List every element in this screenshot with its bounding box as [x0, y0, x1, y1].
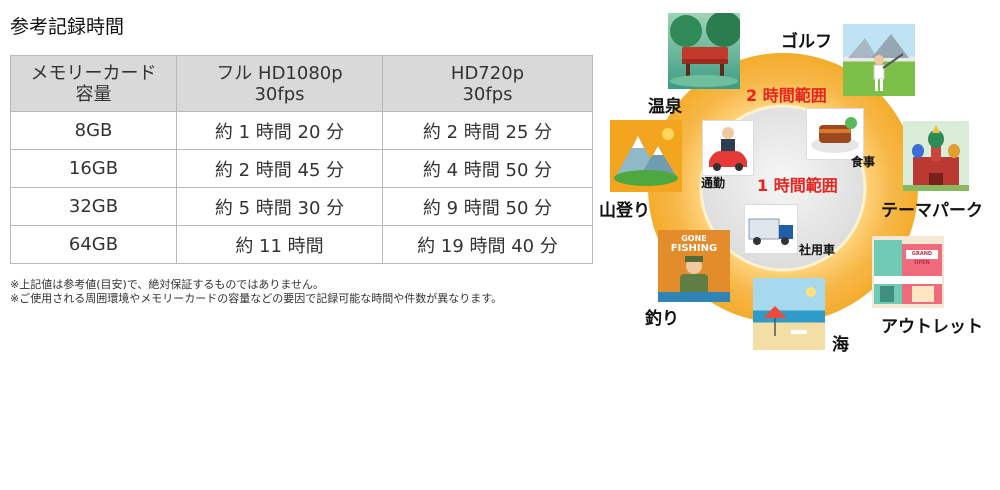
outer-range-label: 2 時間範囲 — [746, 86, 827, 105]
meal-label: 食事 — [851, 155, 876, 169]
castle-icon — [903, 125, 969, 191]
table-cell: 約 4 時間 50 分 — [382, 149, 593, 188]
table-cell: 約 11 時間 — [176, 225, 383, 264]
onsen-picture — [668, 13, 740, 89]
golf-picture — [843, 24, 915, 96]
fishing-label: 釣り — [645, 309, 679, 329]
table-row: 32GB 約 5 時間 30 分 約 9 時間 50 分 — [10, 187, 593, 226]
shop-icon — [874, 240, 942, 304]
fishing-sign-line2: FISHING — [670, 243, 718, 254]
golf-label: ゴルフ — [781, 32, 832, 52]
table-cell: 約 5 時間 30 分 — [176, 187, 383, 226]
table-cell: 約 2 時間 45 分 — [176, 149, 383, 188]
range-diagram: 2 時間範囲 1 時間範囲 ゴルフ 温泉 — [598, 8, 998, 356]
commute-label: 通勤 — [701, 176, 726, 190]
shop-sign: GRAND OPEN — [911, 251, 933, 266]
mountain-label: 山登り — [599, 201, 650, 221]
commute-picture — [702, 120, 754, 176]
company-car-picture — [744, 204, 798, 254]
bench-icon — [670, 13, 740, 87]
theme-park-label: テーマパーク — [881, 201, 983, 221]
table-row: 8GB 約 1 時間 20 分 約 2 時間 25 分 — [10, 111, 593, 150]
footnote: ※ご使用される周囲環境やメモリーカードの容量などの要因で記録可能な時間や件数が異… — [10, 292, 503, 305]
footnotes: ※上記値は参考値(目安)で、絶対保証するものではありません。 ※ご使用される周囲… — [10, 278, 502, 306]
table-cell: 32GB — [10, 187, 177, 226]
table-cell: 16GB — [10, 149, 177, 188]
header-capacity: メモリーカード容量 — [10, 55, 177, 112]
inner-range-label: 1 時間範囲 — [757, 176, 838, 195]
onsen-label: 温泉 — [648, 97, 682, 117]
food-icon — [811, 117, 859, 153]
golfer-icon — [848, 34, 909, 91]
company-car-label: 社用車 — [799, 243, 836, 257]
fishing-sign-line1: GONE — [681, 234, 707, 243]
table-cell: 約 19 時間 40 分 — [382, 225, 593, 264]
truck-icon — [748, 218, 793, 245]
fishing-picture: GONE FISHING — [658, 230, 730, 302]
table-row: 64GB 約 11 時間 約 19 時間 40 分 — [10, 225, 593, 264]
fisherman-icon — [658, 256, 730, 302]
table-cell: 64GB — [10, 225, 177, 264]
theme-park-picture — [903, 121, 969, 191]
footnote: ※上記値は参考値(目安)で、絶対保証するものではありません。 — [10, 278, 325, 291]
section-title: 参考記録時間 — [10, 16, 125, 38]
sea-picture — [753, 278, 825, 350]
mountain-icon — [614, 128, 678, 186]
table-cell: 8GB — [10, 111, 177, 150]
meal-picture — [806, 108, 864, 160]
car-commute-icon — [709, 127, 747, 171]
table-row: 16GB 約 2 時間 45 分 約 4 時間 50 分 — [10, 149, 593, 188]
beach-icon — [763, 287, 816, 336]
table-cell: 約 9 時間 50 分 — [382, 187, 593, 226]
table-cell: 約 1 時間 20 分 — [176, 111, 383, 150]
table-cell: 約 2 時間 25 分 — [382, 111, 593, 150]
outlet-picture: GRAND OPEN — [872, 236, 944, 308]
outlet-label: アウトレット — [881, 317, 983, 337]
mountain-picture — [610, 120, 682, 192]
sea-label: 海 — [832, 335, 849, 355]
